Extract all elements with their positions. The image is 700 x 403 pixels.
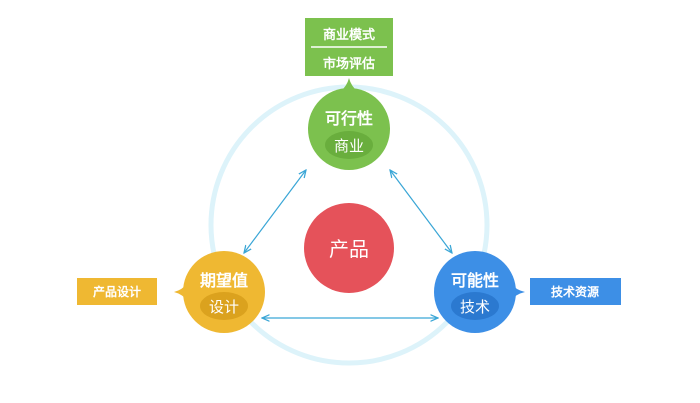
desirability-box: [77, 278, 157, 305]
feasibility-box-line-2: 市场评估: [323, 56, 375, 72]
arrow-feasibility-desirability: [244, 170, 306, 253]
feasibility-sub: 商业: [334, 137, 364, 155]
arrow-feasibility-possibility: [390, 170, 452, 253]
desirability-sub: 设计: [209, 298, 239, 316]
possibility-sub: 技术: [460, 298, 490, 316]
product-circle: [304, 203, 394, 293]
feasibility-sub-pill: [325, 131, 373, 159]
possibility-box: [530, 278, 621, 305]
desirability-sub-pill: [200, 292, 248, 320]
desirability-title: 期望值: [200, 271, 248, 290]
feasibility-box-line-1: 商业模式: [323, 27, 375, 43]
possibility-title: 可能性: [451, 271, 499, 290]
possibility-sub-pill: [451, 292, 499, 320]
possibility-box-label: 技术资源: [551, 284, 599, 299]
product-label: 产品: [329, 237, 369, 261]
desirability-box-label: 产品设计: [93, 284, 141, 299]
feasibility-title: 可行性: [325, 109, 373, 128]
